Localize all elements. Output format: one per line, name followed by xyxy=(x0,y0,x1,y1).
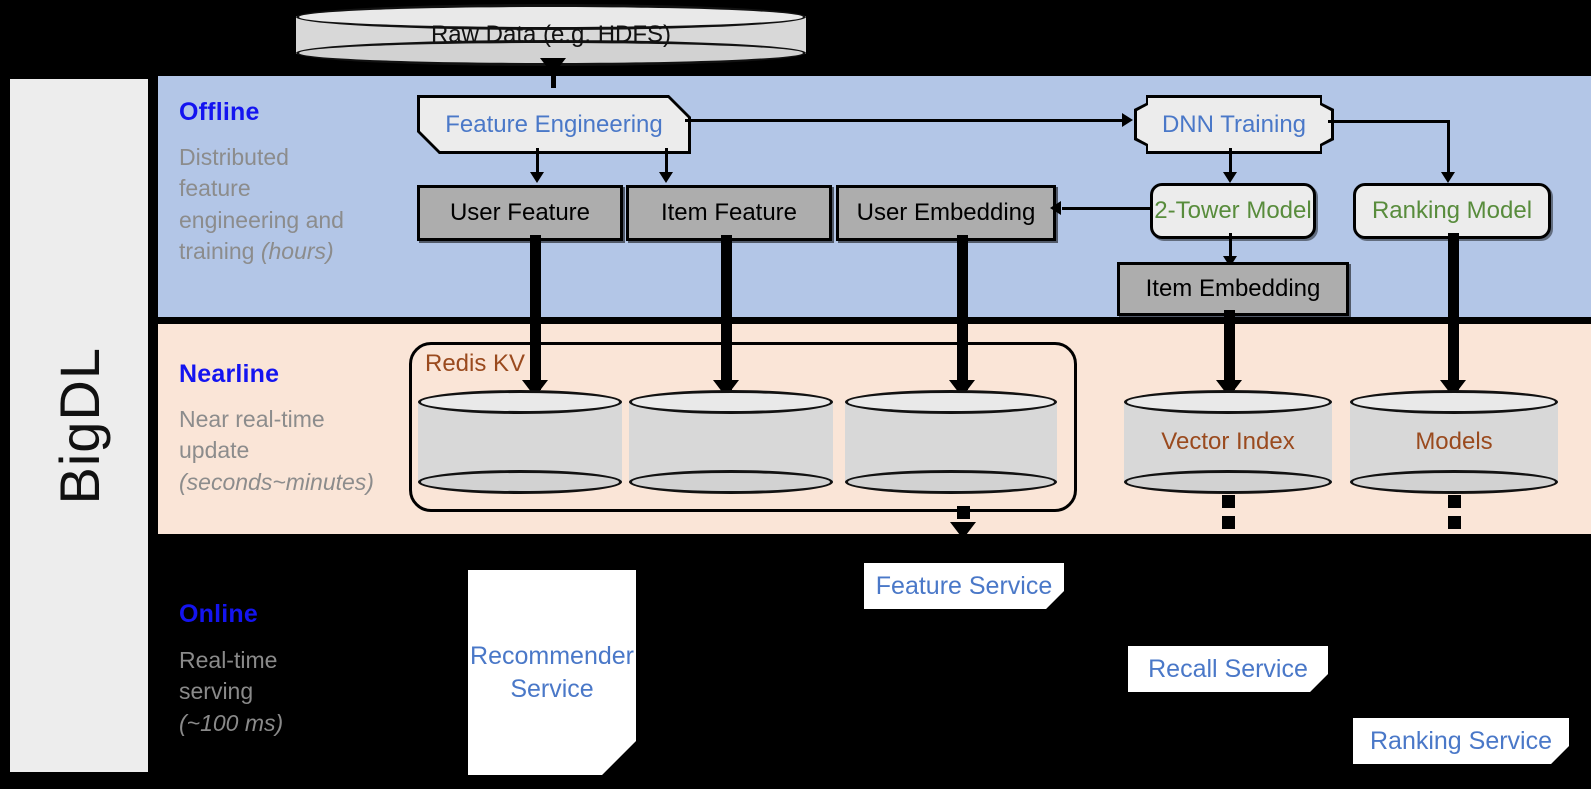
redis-kv-container xyxy=(409,342,1077,512)
offline-title: Offline xyxy=(179,98,260,126)
offline-description: Distributed feature engineering and trai… xyxy=(179,142,389,267)
two-tower-model-label: 2-Tower Model xyxy=(1154,197,1312,224)
bigdl-label: BigDL xyxy=(47,346,111,505)
connector-itemembedding-vectorindex xyxy=(1224,310,1235,390)
online-desc-italic: (~100 ms) xyxy=(179,709,284,736)
connector-fe-itemfeature xyxy=(665,148,668,176)
models-label: Models xyxy=(1415,428,1493,455)
recall-service-doc[interactable]: Recall Service xyxy=(1128,646,1328,692)
arrow-dnn-ranking xyxy=(1441,172,1455,183)
arrow-rawdata-fe xyxy=(540,58,566,75)
user-feature-label: User Feature xyxy=(449,199,591,226)
recommender-service-label-2: Service xyxy=(510,674,594,703)
nearline-desc-italic: (seconds~minutes) xyxy=(179,468,374,495)
arrow-fe-itemfeature xyxy=(659,172,673,183)
redis-cylinder-user-feature xyxy=(418,390,622,494)
raw-data-cylinder: Raw Data (e.g. HDFS) xyxy=(296,4,806,66)
redis-cylinder-item-feature xyxy=(629,390,833,494)
ranking-model-box[interactable]: Ranking Model xyxy=(1353,183,1551,239)
nearline-desc-1: Near real-time xyxy=(179,406,325,432)
feature-service-doc[interactable]: Feature Service xyxy=(864,563,1064,609)
dash-models-ranking-1 xyxy=(1448,495,1461,508)
connector-rawdata-fe xyxy=(551,66,556,88)
online-desc-1: Real-time xyxy=(179,647,278,673)
arrow-fe-userfeature xyxy=(530,172,544,183)
dash-models-ranking-2 xyxy=(1448,516,1461,529)
connector-fe-userfeature xyxy=(536,148,539,176)
connector-dnn-ranking-v xyxy=(1447,120,1450,176)
dash-redis-featureservice-1 xyxy=(957,506,970,519)
feature-engineering-box[interactable]: Feature Engineering xyxy=(417,95,691,154)
recommender-service-doc[interactable]: Recommender Service xyxy=(468,570,636,775)
item-feature-label: Item Feature xyxy=(660,199,798,226)
arrow-fe-dnn xyxy=(1122,113,1133,127)
dash-vectorindex-recall-1 xyxy=(1222,495,1235,508)
arrow-dnn-twotower xyxy=(1223,172,1237,183)
nearline-title: Nearline xyxy=(179,360,280,388)
vector-index-cylinder[interactable]: Vector Index xyxy=(1124,390,1332,494)
redis-kv-label: Redis KV xyxy=(425,350,526,377)
bigdl-sidebar: BigDL xyxy=(8,77,150,774)
connector-userfeature-redis xyxy=(530,235,541,390)
recommender-service-label-1: Recommender xyxy=(470,642,634,670)
connector-twotower-itemembedding xyxy=(1229,233,1232,261)
offline-desc-3: engineering and xyxy=(179,206,344,233)
feature-engineering-label: Feature Engineering xyxy=(445,110,663,138)
arrow-twotower-itemembedding xyxy=(1223,256,1237,267)
ranking-service-label: Ranking Service xyxy=(1369,726,1553,755)
connector-dnn-twotower xyxy=(1229,148,1232,176)
ranking-service-doc[interactable]: Ranking Service xyxy=(1353,718,1569,764)
offline-desc-2: feature xyxy=(179,175,251,202)
user-embedding-box[interactable]: User Embedding xyxy=(836,185,1056,241)
connector-userembedding-redis xyxy=(957,235,968,390)
ranking-model-label: Ranking Model xyxy=(1371,197,1533,224)
online-title: Online xyxy=(179,600,258,628)
connector-rankingmodel-models xyxy=(1448,233,1459,390)
raw-data-label: Raw Data (e.g. HDFS) xyxy=(430,21,672,48)
offline-desc-italic: (hours) xyxy=(260,237,334,264)
item-embedding-box[interactable]: Item Embedding xyxy=(1117,262,1349,316)
online-desc-2: serving xyxy=(179,678,254,705)
vector-index-label: Vector Index xyxy=(1161,428,1295,455)
dnn-training-label: DNN Training xyxy=(1161,110,1307,138)
models-cylinder[interactable]: Models xyxy=(1350,390,1558,494)
connector-dnn-ranking-h xyxy=(1328,120,1450,123)
user-feature-box[interactable]: User Feature xyxy=(417,185,623,241)
item-embedding-label: Item Embedding xyxy=(1145,275,1321,302)
connector-twotower-userembedding xyxy=(1062,207,1152,210)
two-tower-model-box[interactable]: 2-Tower Model xyxy=(1150,183,1316,239)
nearline-desc-2: update xyxy=(179,437,250,464)
dash-vectorindex-recall-2 xyxy=(1222,516,1235,529)
feature-service-label: Feature Service xyxy=(875,571,1053,600)
connector-itemfeature-redis xyxy=(721,235,732,390)
arrow-redis-featureservice xyxy=(950,522,976,539)
item-feature-box[interactable]: Item Feature xyxy=(626,185,832,241)
dnn-training-box[interactable]: DNN Training xyxy=(1134,95,1334,154)
nearline-description: Near real-time update (seconds~minutes) xyxy=(179,404,409,498)
redis-cylinder-user-embedding xyxy=(845,390,1057,494)
arrow-twotower-userembedding xyxy=(1050,201,1061,215)
recall-service-label: Recall Service xyxy=(1148,654,1308,683)
offline-desc-4: training (hours) xyxy=(179,237,334,264)
online-description: Real-time serving (~100 ms) xyxy=(179,645,409,739)
user-embedding-label: User Embedding xyxy=(856,199,1036,226)
offline-desc-1: Distributed xyxy=(179,144,289,170)
connector-fe-dnn xyxy=(685,119,1123,122)
